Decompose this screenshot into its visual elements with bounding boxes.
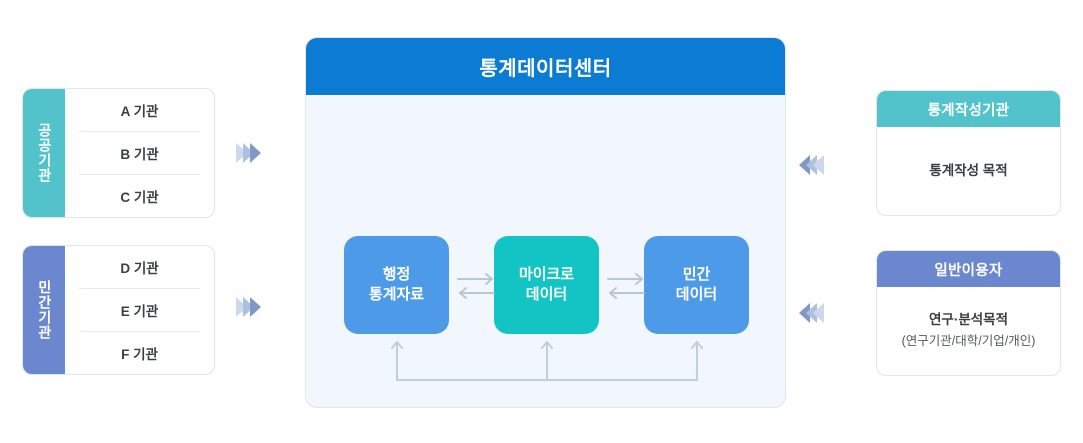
source-panel-public[interactable]: 공공기관 A 기관 B 기관 C 기관	[22, 88, 215, 218]
triple-chevron-left-icon	[799, 155, 824, 175]
feedback-loop-arrows-icon	[391, 341, 703, 381]
node-label: 마이크로 데이터	[518, 265, 575, 303]
chevron-right-icon	[236, 297, 247, 317]
chevron-right-icon	[250, 143, 261, 163]
source-list-public: A 기관 B 기관 C 기관	[65, 89, 214, 217]
chevron-left-icon	[813, 155, 824, 175]
node-administrative-statistics[interactable]: 행정 통계자료	[344, 236, 449, 334]
consumer-body-statistics-agency: 통계작성 목적	[877, 127, 1060, 215]
consumer-main-text: 연구·분석목적	[928, 312, 1008, 328]
list-item[interactable]: B 기관	[79, 131, 200, 174]
list-item[interactable]: A 기관	[120, 104, 159, 119]
list-item[interactable]: C 기관	[79, 174, 200, 217]
hub-body: 행정 통계자료 마이크로 데이터 민간 데이터	[306, 95, 785, 407]
source-tab-public-label: 공공기관	[36, 123, 53, 183]
list-item[interactable]: E 기관	[79, 288, 200, 331]
consumer-panel-general-user[interactable]: 일반이용자 연구·분석목적 (연구기관/대학/기업/개인)	[876, 250, 1061, 376]
node-micro-data[interactable]: 마이크로 데이터	[494, 236, 599, 334]
consumer-body-general-user: 연구·분석목적 (연구기관/대학/기업/개인)	[877, 287, 1060, 375]
list-item[interactable]: D 기관	[120, 261, 159, 276]
triple-chevron-left-icon	[799, 303, 824, 323]
consumer-panel-statistics-agency[interactable]: 통계작성기관 통계작성 목적	[876, 90, 1061, 216]
triple-chevron-right-icon	[236, 143, 261, 163]
bidirectional-arrows-icon	[607, 273, 645, 299]
statistics-data-center-panel: 통계데이터센터 행정 통계자료 마이크로 데이터 민간 데이터	[305, 37, 786, 408]
chevron-right-icon	[236, 143, 247, 163]
source-list-private: D 기관 E 기관 F 기관	[65, 246, 214, 374]
node-label: 민간 데이터	[675, 265, 718, 303]
node-private-data[interactable]: 민간 데이터	[644, 236, 749, 334]
source-panel-private[interactable]: 민간기관 D 기관 E 기관 F 기관	[22, 245, 215, 375]
node-label: 행정 통계자료	[368, 265, 425, 303]
chevron-right-icon	[243, 143, 254, 163]
chevron-left-icon	[806, 155, 817, 175]
bidirectional-arrows-icon	[457, 273, 495, 299]
chevron-left-icon	[799, 155, 810, 175]
chevron-right-icon	[243, 297, 254, 317]
page-title: 통계데이터센터	[306, 38, 785, 95]
triple-chevron-right-icon	[236, 297, 261, 317]
consumer-header-general-user: 일반이용자	[877, 251, 1060, 287]
chevron-left-icon	[806, 303, 817, 323]
source-tab-private-label: 민간기관	[36, 280, 53, 340]
chevron-right-icon	[250, 297, 261, 317]
consumer-sub-text: (연구기관/대학/기업/개인)	[901, 334, 1036, 349]
source-tab-private: 민간기관	[23, 246, 65, 374]
chevron-left-icon	[799, 303, 810, 323]
list-item[interactable]: F 기관	[79, 331, 200, 374]
consumer-header-statistics-agency: 통계작성기관	[877, 91, 1060, 127]
consumer-main-text: 통계작성 목적	[929, 162, 1008, 178]
chevron-left-icon	[813, 303, 824, 323]
source-tab-public: 공공기관	[23, 89, 65, 217]
